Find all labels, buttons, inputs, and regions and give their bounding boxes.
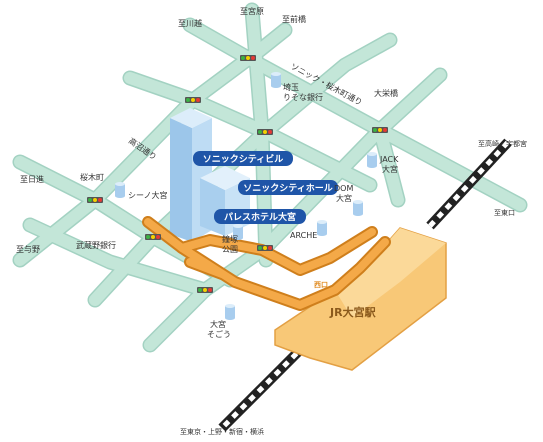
station-label: JR大宮駅 <box>329 305 376 319</box>
label-musashino-bank: 武蔵野銀行 <box>76 240 116 250</box>
building-icon <box>271 72 281 88</box>
label-sogo-line1: 大宮 <box>210 319 226 329</box>
label-to-yono: 至与野 <box>16 245 40 254</box>
label-to-kawagoe: 至川越 <box>178 18 202 28</box>
label-park-line2: 公園 <box>222 245 238 254</box>
road <box>124 72 376 191</box>
label-to-takasaki-utsunomiya: 至高崎・宇都宮 <box>478 139 527 148</box>
label-to-tokyo: 至東京・上野・新宿・横浜 <box>180 427 264 436</box>
traffic-light-icon <box>372 127 388 133</box>
building-icon <box>353 200 363 216</box>
palace-hotel-label: パレスホテル大宮 <box>224 211 296 223</box>
building-markers <box>115 72 377 320</box>
label-cino-omiya: シーノ大宮 <box>128 190 168 200</box>
building-icon <box>233 224 243 240</box>
label-sonic-city-building: ソニックシティビル <box>193 151 293 166</box>
label-resona-line1: 埼玉 <box>283 82 299 92</box>
traffic-lights <box>87 55 388 293</box>
label-west-exit: 西口 <box>314 281 328 289</box>
label-sogo-line2: そごう <box>207 329 231 339</box>
label-jack-line2: 大宮 <box>382 164 398 174</box>
label-arche: ARCHE <box>290 231 317 240</box>
deck-path <box>178 228 376 274</box>
label-park-line1: 鐘塚 <box>222 234 238 244</box>
road <box>184 19 526 211</box>
traffic-light-icon <box>185 97 201 103</box>
label-sonic-city-hall: ソニックシティホール <box>238 180 338 195</box>
building-icon <box>367 152 377 168</box>
sonic-city-hall-label: ソニックシティホール <box>243 183 332 194</box>
traffic-light-icon <box>197 287 213 293</box>
road <box>24 219 211 296</box>
traffic-light-icon <box>257 245 273 251</box>
label-to-miyahara: 至宮原 <box>240 6 264 16</box>
road-network <box>14 4 526 351</box>
building-icon <box>115 182 125 198</box>
pedestrian-deck <box>142 216 391 311</box>
label-daiei-bridge: 大栄橋 <box>374 88 398 98</box>
label-sakuragicho: 桜木町 <box>80 172 104 182</box>
traffic-light-icon <box>257 129 273 135</box>
label-dom-line2: 大宮 <box>336 193 352 203</box>
label-to-nisshin: 至日進 <box>20 175 44 184</box>
label-to-maebashi: 至前橋 <box>282 14 306 24</box>
railway-track-icon <box>218 138 512 432</box>
deck-path <box>186 258 226 278</box>
sonic-city-building-label: ソニックシティビル <box>203 153 283 165</box>
traffic-light-icon <box>87 197 103 203</box>
traffic-light-icon <box>240 55 256 61</box>
label-palace-hotel: パレスホテル大宮 <box>214 209 306 224</box>
building-icon <box>225 304 235 320</box>
label-resona-line2: りそな銀行 <box>283 92 323 102</box>
label-jack-line1: JACK <box>379 155 399 164</box>
building-icon <box>317 220 327 236</box>
road <box>374 124 404 206</box>
label-to-east-exit: 至東口 <box>494 208 515 217</box>
traffic-light-icon <box>145 234 161 240</box>
label-dom-line1: DOM <box>334 184 353 193</box>
